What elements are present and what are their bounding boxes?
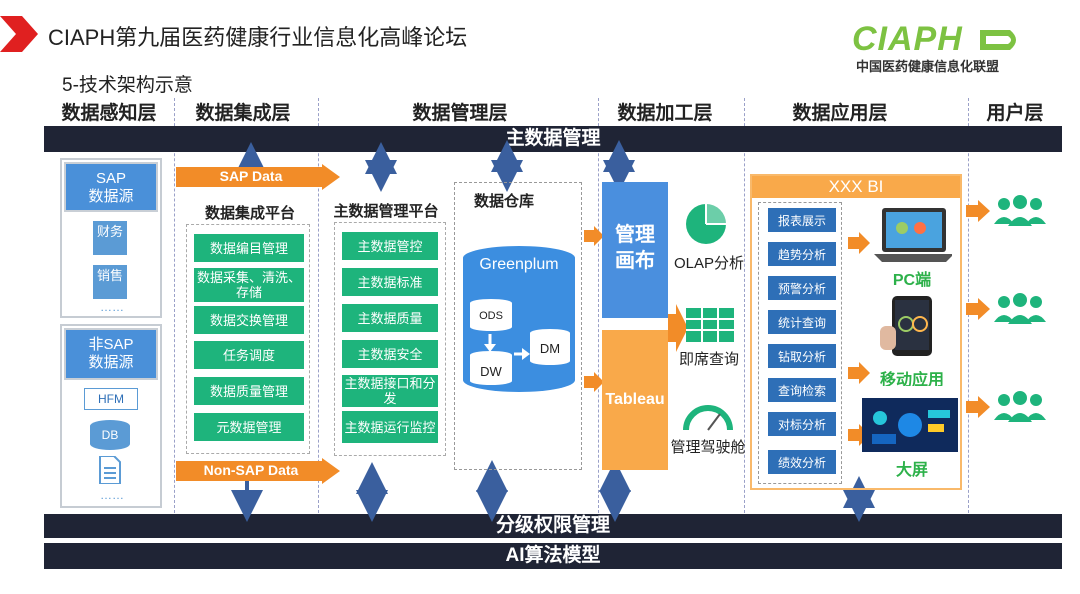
ods-cylinder-icon bbox=[470, 299, 512, 331]
big-screen-icon bbox=[862, 398, 958, 452]
sap-source-label: SAP 数据源 bbox=[64, 162, 158, 212]
pc-tablet-icon bbox=[874, 208, 952, 262]
bi-item: 预警分析 bbox=[768, 276, 836, 300]
to-canvas-arrow-icon bbox=[584, 226, 604, 246]
ai-bar: AI算法模型 bbox=[44, 543, 1062, 569]
logo-swoosh-icon bbox=[980, 30, 1016, 50]
bi-item: 报表展示 bbox=[768, 208, 836, 232]
bi-panel bbox=[750, 174, 962, 490]
to-tableau-arrow-icon bbox=[584, 372, 604, 392]
sap-finance-cube: 财务 bbox=[92, 220, 128, 256]
to-user-arrow-icon bbox=[966, 298, 990, 320]
nonsap-data-label: Non-SAP Data bbox=[203, 462, 299, 478]
olap-label: OLAP分析 bbox=[673, 255, 745, 272]
nonsap-source-label: 非SAP 数据源 bbox=[64, 328, 158, 380]
cockpit-label: 管理驾驶舱 bbox=[670, 439, 746, 456]
greenplum-label: Greenplum bbox=[479, 256, 559, 273]
processing-arrow-icon bbox=[668, 304, 688, 352]
pc-label: PC端 bbox=[892, 272, 932, 289]
master-data-bar: 主数据管理 bbox=[44, 126, 1062, 152]
cockpit-gauge-icon bbox=[683, 405, 733, 431]
divider bbox=[744, 98, 745, 513]
dm-label: DM bbox=[539, 341, 561, 356]
mobile-label: 移动应用 bbox=[879, 372, 944, 386]
mdm-item: 主数据运行监控 bbox=[342, 411, 438, 443]
to-user-arrow-icon bbox=[966, 396, 990, 418]
dm-cylinder-icon bbox=[530, 329, 570, 365]
layer-management: 数据管理层 bbox=[412, 103, 508, 124]
screen-label: 大屏 bbox=[895, 462, 928, 479]
integration-heading: 数据集成平台 bbox=[204, 205, 295, 222]
document-icon bbox=[99, 456, 121, 484]
logo-subtitle: 中国医药健康信息化联盟 bbox=[856, 59, 1000, 74]
integration-item: 元数据管理 bbox=[194, 413, 304, 441]
dw-cylinder-icon bbox=[470, 351, 512, 385]
divider bbox=[598, 98, 599, 513]
mdm-item: 主数据接口和分发 bbox=[342, 375, 438, 407]
sap-data-arrow: SAP Data bbox=[176, 164, 340, 190]
integration-panel bbox=[186, 224, 310, 454]
page-title: CIAPH第九届医药健康行业信息化高峰论坛 bbox=[48, 25, 468, 50]
nonsap-more: …… bbox=[100, 488, 124, 502]
bi-title: XXX BI bbox=[752, 176, 960, 198]
integration-item: 任务调度 bbox=[194, 341, 304, 369]
divider bbox=[174, 98, 175, 513]
users-group-icon bbox=[994, 195, 1046, 226]
dw-label: DW bbox=[480, 364, 502, 379]
users-group-icon bbox=[994, 293, 1046, 324]
sap-source-panel: SAP 数据源 财务 销售 …… bbox=[60, 158, 162, 318]
management-canvas-box: 管理 画布 bbox=[602, 182, 668, 318]
layer-integration: 数据集成层 bbox=[195, 103, 291, 124]
to-pc-arrow-icon bbox=[848, 232, 870, 254]
mdm-heading: 主数据管理平台 bbox=[333, 203, 439, 220]
logo-text: CIAPH bbox=[852, 20, 963, 58]
adhoc-grid-icon bbox=[686, 308, 734, 342]
title-marker-icon bbox=[0, 16, 38, 52]
permission-bar: 分级权限管理 bbox=[44, 514, 1062, 538]
flow-arrow-icon bbox=[484, 334, 530, 360]
sap-data-label: SAP Data bbox=[219, 168, 283, 184]
integration-item: 数据采集、清洗、存储 bbox=[194, 268, 304, 302]
hfm-box: HFM bbox=[84, 388, 138, 410]
olap-pie-icon bbox=[686, 204, 726, 244]
mdm-item: 主数据标准 bbox=[342, 268, 438, 296]
bi-item: 绩效分析 bbox=[768, 450, 836, 474]
layer-processing: 数据加工层 bbox=[617, 103, 713, 124]
sap-more: …… bbox=[100, 300, 124, 314]
warehouse-panel bbox=[454, 182, 582, 470]
ciaph-logo: CIAPH 中国医药健康信息化联盟 bbox=[852, 20, 1032, 80]
adhoc-query-label: 即席查询 bbox=[678, 351, 739, 368]
users-group-icon bbox=[994, 391, 1046, 422]
layer-user: 用户层 bbox=[986, 103, 1044, 124]
to-user-arrow-icon bbox=[966, 200, 990, 222]
to-mobile-arrow-icon bbox=[848, 362, 870, 384]
integration-item: 数据交换管理 bbox=[194, 306, 304, 334]
nonsap-source-panel: 非SAP 数据源 HFM DB …… bbox=[60, 324, 162, 508]
nonsap-data-arrow: Non-SAP Data bbox=[176, 458, 340, 484]
bi-item: 统计查询 bbox=[768, 310, 836, 334]
integration-item: 数据编目管理 bbox=[194, 234, 304, 262]
warehouse-heading: 数据仓库 bbox=[473, 193, 534, 210]
section-subtitle: 5-技术架构示意 bbox=[62, 75, 193, 96]
layer-application: 数据应用层 bbox=[792, 103, 888, 124]
ods-label: ODS bbox=[479, 310, 503, 322]
mobile-phone-icon bbox=[880, 296, 932, 356]
bi-items-panel bbox=[758, 202, 842, 484]
integration-item: 数据质量管理 bbox=[194, 377, 304, 405]
bi-item: 趋势分析 bbox=[768, 242, 836, 266]
bi-item: 钻取分析 bbox=[768, 344, 836, 368]
db-cylinder-icon: DB bbox=[90, 420, 130, 450]
bi-item: 查询检索 bbox=[768, 378, 836, 402]
mdm-item: 主数据安全 bbox=[342, 340, 438, 368]
layer-perception: 数据感知层 bbox=[61, 103, 157, 124]
tableau-box: Tableau bbox=[602, 330, 668, 470]
mdm-item: 主数据质量 bbox=[342, 304, 438, 332]
sap-sales-cube: 销售 bbox=[92, 264, 128, 300]
mdm-panel bbox=[334, 222, 446, 456]
mdm-item: 主数据管控 bbox=[342, 232, 438, 260]
bi-item: 对标分析 bbox=[768, 412, 836, 436]
divider bbox=[318, 98, 319, 513]
